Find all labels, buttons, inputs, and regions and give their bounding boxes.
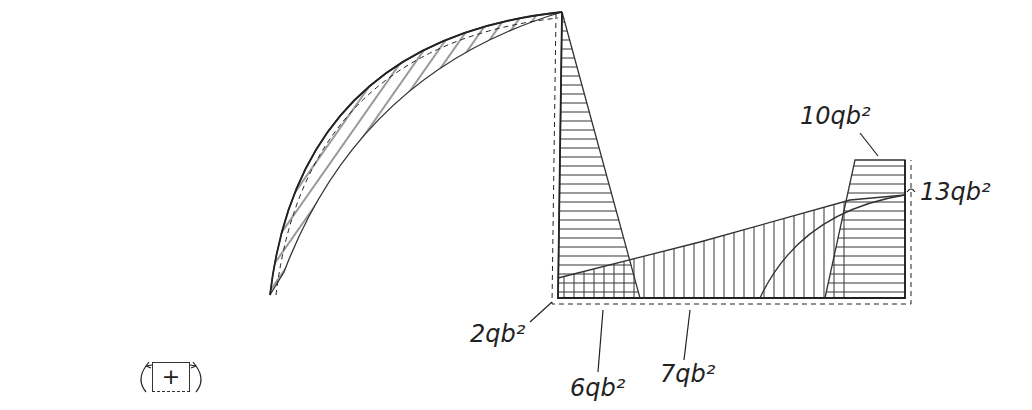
moment-value: 10qb² bbox=[800, 104, 871, 128]
sign-symbol: + bbox=[162, 366, 180, 388]
sign-convention-box: + bbox=[152, 362, 190, 392]
moment-value: 13qb² bbox=[920, 180, 991, 204]
moment-value: 2qb² bbox=[470, 322, 525, 346]
frame bbox=[270, 12, 911, 304]
leader-lines bbox=[530, 133, 915, 372]
sign-arrows bbox=[141, 362, 201, 392]
moment-areas bbox=[270, 12, 905, 298]
moment-value: 6qb² bbox=[570, 376, 625, 400]
moment-value: 7qb² bbox=[660, 362, 715, 386]
